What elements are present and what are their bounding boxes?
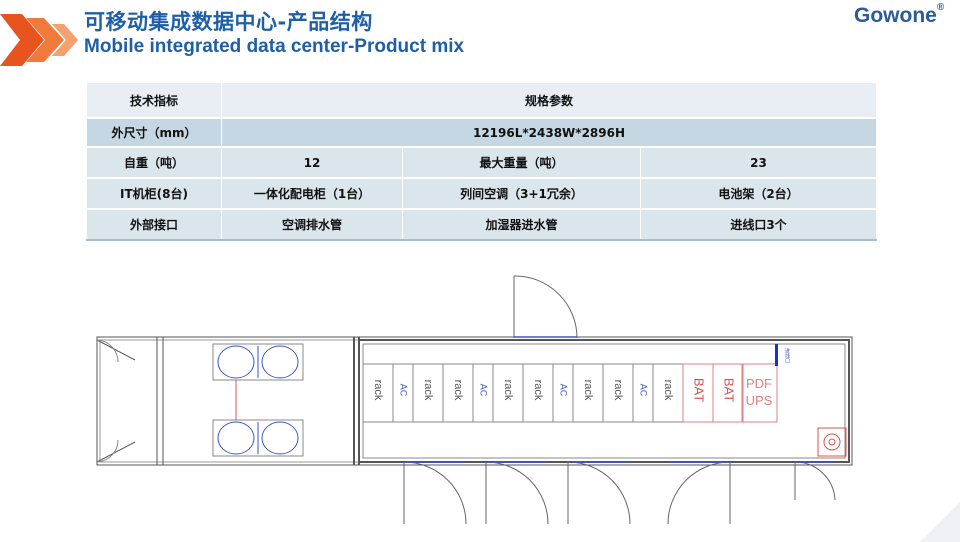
table-row: 自重（吨） 12 最大重量（吨） 23 bbox=[86, 146, 877, 179]
cell-label: rack bbox=[582, 380, 594, 401]
cell-label: rack bbox=[532, 380, 544, 401]
chevron-logo-icon bbox=[0, 14, 78, 66]
cell-label: rack bbox=[662, 380, 674, 401]
brand-name: Gowone bbox=[854, 4, 937, 27]
it-cabinet-label: IT机柜(8台) bbox=[86, 177, 222, 210]
table-header-row: 技术指标 规格参数 bbox=[86, 82, 877, 119]
cable-entry-marker bbox=[775, 344, 778, 366]
container-outline bbox=[96, 336, 853, 466]
cell-label: BAT bbox=[692, 378, 707, 402]
table-row: IT机柜(8台) 一体化配电柜（1台） 列间空调（3+1冗余） 电池架（2台） bbox=[86, 177, 877, 210]
page-title-chinese: 可移动集成数据中心-产品结构 bbox=[84, 10, 373, 34]
table-row: 外尺寸（mm） 12196L*2438W*2896H bbox=[86, 117, 877, 148]
cable-entry-label: 进线口 bbox=[784, 347, 790, 364]
weight-value: 12 bbox=[221, 146, 403, 179]
size-value: 12196L*2438W*2896H bbox=[221, 117, 877, 148]
spec-table: 技术指标 规格参数 外尺寸（mm） 12196L*2438W*2896H 自重（… bbox=[86, 82, 877, 241]
cell-label: rack bbox=[612, 380, 624, 401]
port-cable-entries: 进线口3个 bbox=[640, 208, 877, 241]
cell-label: AC bbox=[639, 384, 649, 397]
header-value-cell: 规格参数 bbox=[221, 82, 877, 119]
outdoor-ac-units bbox=[212, 343, 304, 457]
cell-label: BAT bbox=[722, 378, 737, 402]
cell-label: AC bbox=[399, 384, 409, 397]
cell-label: AC bbox=[479, 384, 489, 397]
registered-mark: ® bbox=[936, 2, 945, 13]
weight-label: 自重（吨） bbox=[86, 146, 222, 179]
cell-label: rack bbox=[452, 380, 464, 401]
it-item-row-ac: 列间空调（3+1冗余） bbox=[402, 177, 641, 210]
port-ac-drain: 空调排水管 bbox=[221, 208, 403, 241]
header-label-cell: 技术指标 bbox=[86, 82, 222, 119]
battery-cell bbox=[712, 363, 744, 423]
cell-label: rack bbox=[372, 380, 384, 401]
cell-label: rack bbox=[422, 380, 434, 401]
size-label: 外尺寸（mm） bbox=[86, 117, 222, 148]
floor-plan-diagram: rack AC rack rack AC rack rack AC rack rack AC rack… bbox=[96, 275, 853, 525]
cell-label: AC bbox=[559, 384, 569, 397]
left-door-lines bbox=[96, 339, 136, 463]
it-item-battery-rack: 电池架（2台） bbox=[640, 177, 877, 210]
max-weight-value: 23 bbox=[640, 146, 877, 179]
external-port-label: 外部接口 bbox=[86, 208, 222, 241]
pdf-label: PDF bbox=[746, 376, 772, 391]
slide-corner-decoration bbox=[920, 502, 960, 542]
max-weight-label: 最大重量（吨） bbox=[402, 146, 641, 179]
brand-logo: Gowone® bbox=[854, 2, 945, 28]
ups-label: UPS bbox=[746, 393, 773, 408]
port-humidifier-inlet: 加湿器进水管 bbox=[402, 208, 641, 241]
table-row: 外部接口 空调排水管 加湿器进水管 进线口3个 bbox=[86, 208, 877, 241]
it-item-power-cabinet: 一体化配电柜（1台） bbox=[221, 177, 403, 210]
humidifier-unit bbox=[817, 427, 847, 457]
page-title-english: Mobile integrated data center-Product mi… bbox=[84, 36, 465, 57]
cell-label: rack bbox=[502, 380, 514, 401]
